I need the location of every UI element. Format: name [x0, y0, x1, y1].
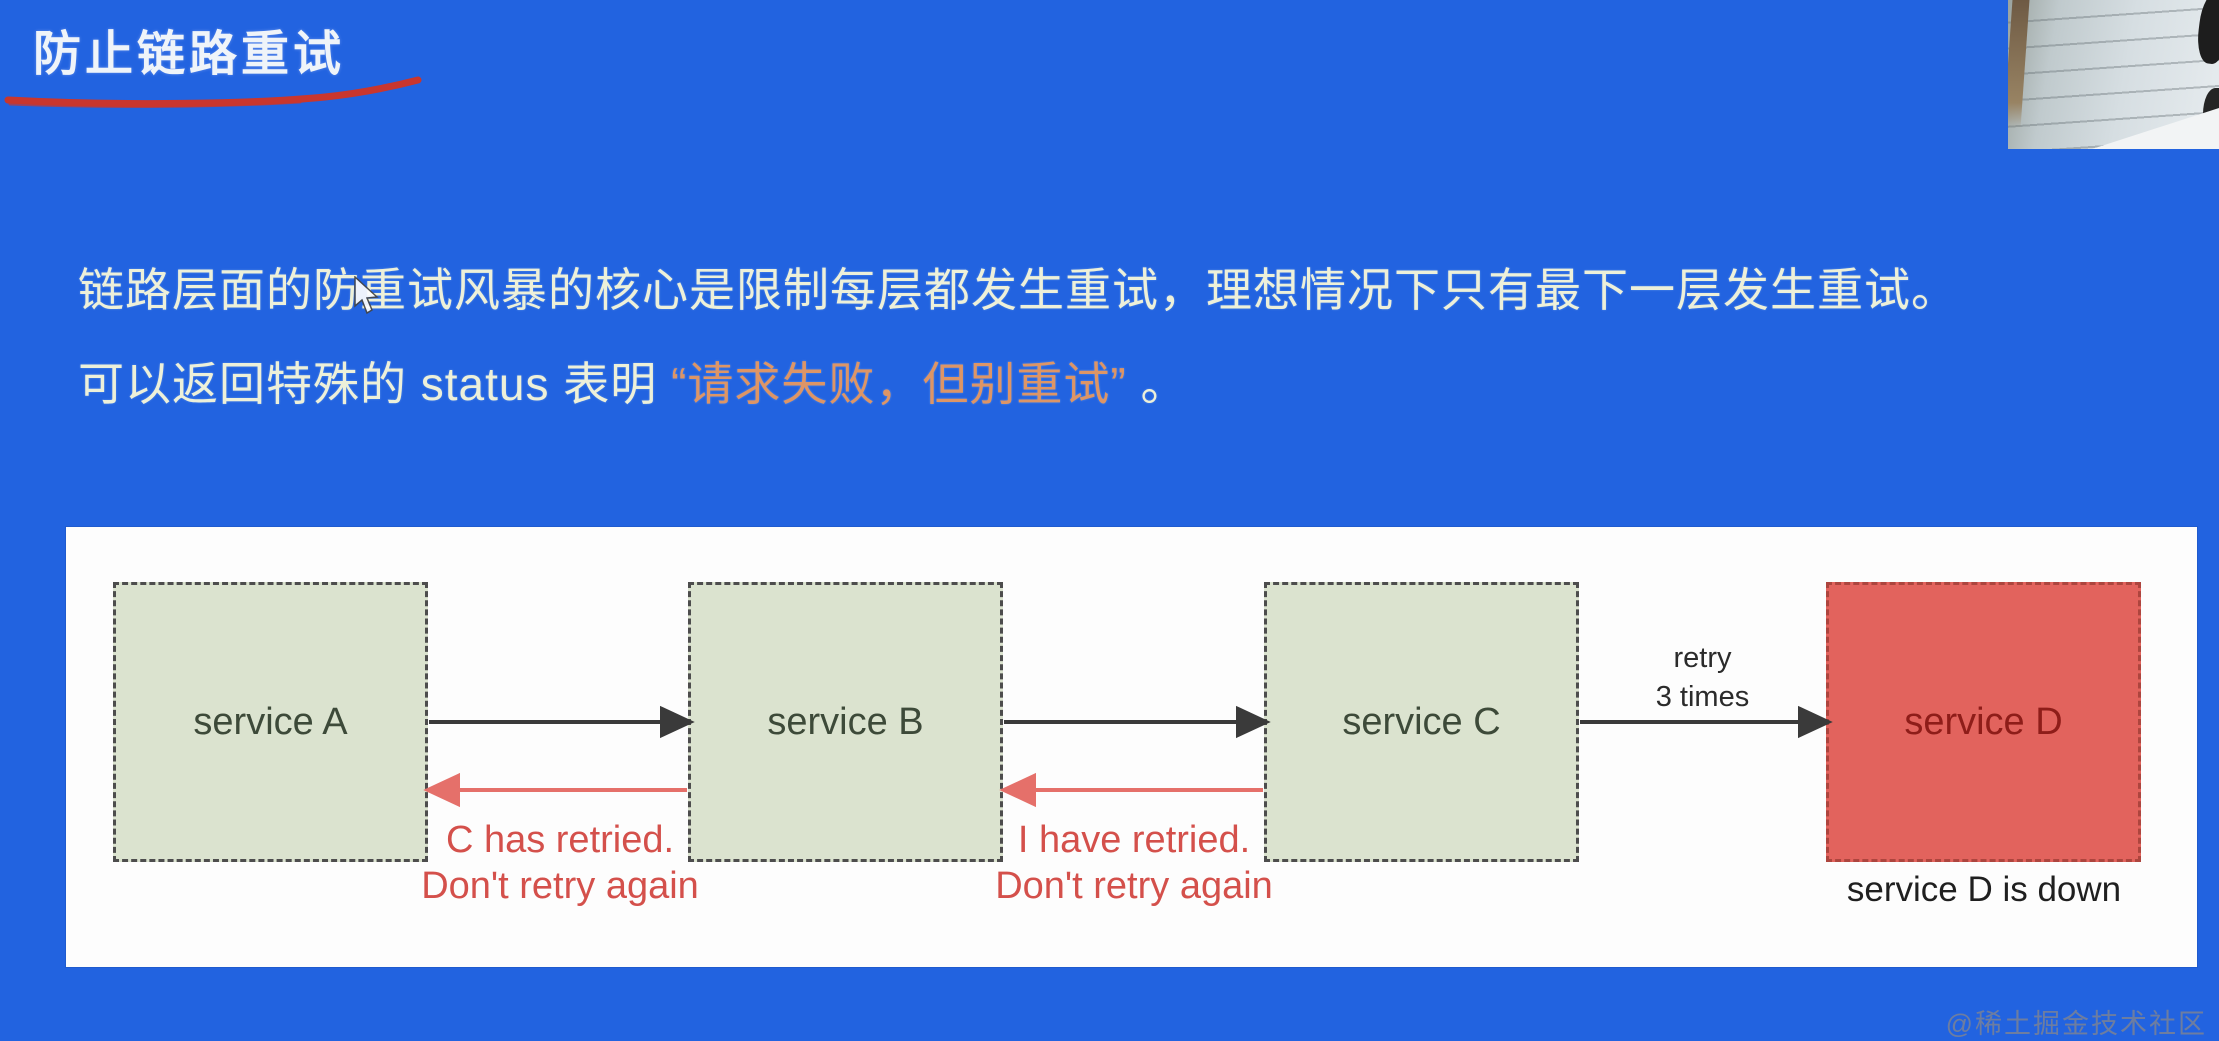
- retry-times-line-2: 3 times: [1655, 681, 1750, 713]
- intro-line-2-highlight: “请求失败，但别重试”: [671, 358, 1127, 410]
- retry-times-label: retry 3 times: [1579, 639, 1826, 717]
- intro-line-2-suffix: 。: [1126, 358, 1188, 410]
- service-a-box: service A: [113, 582, 428, 862]
- service-d-label: service D: [1904, 700, 2063, 743]
- annotation-c-to-b-line-2: Don't retry again: [995, 865, 1273, 907]
- service-a-label: service A: [193, 700, 348, 743]
- flow-arrows: [423, 705, 1833, 808]
- annotation-b-to-a-line-1: C has retried.: [445, 819, 675, 861]
- arrow-b-to-a-head: [423, 772, 460, 808]
- annotation-c-to-b-line-1: I have retried.: [1017, 819, 1251, 861]
- service-c-label: service C: [1342, 700, 1501, 743]
- page-title: 防止链路重试: [33, 28, 346, 81]
- service-b-box: service B: [688, 582, 1003, 862]
- service-b-label: service B: [767, 700, 924, 743]
- retry-times-line-1: retry: [1673, 642, 1732, 674]
- title-underline: [4, 76, 422, 108]
- diagram-panel: service A service B service C service D …: [66, 527, 2197, 967]
- intro-line-2: 可以返回特殊的 status 表明 “请求失败，但别重试” 。: [78, 348, 1188, 414]
- annotation-b-to-a-line-2: Don't retry again: [421, 865, 699, 907]
- webcam-thumbnail: [2008, 0, 2219, 149]
- service-d-box: service D: [1826, 582, 2141, 862]
- intro-line-1: 链路层面的防重试风暴的核心是限制每层都发生重试，理想情况下只有最下一层发生重试。: [78, 264, 1958, 316]
- watermark: @稀土掘金技术社区: [1945, 1009, 2207, 1039]
- service-d-caption: service D is down: [1846, 870, 2122, 909]
- annotation-c-to-b: I have retried. Don't retry again: [964, 817, 1304, 909]
- intro-line-2-prefix: 可以返回特殊的 status 表明: [78, 358, 672, 410]
- arrow-a-to-b-head: [660, 705, 695, 739]
- annotation-b-to-a: C has retried. Don't retry again: [390, 817, 730, 909]
- arrow-b-to-c-head: [1236, 705, 1271, 739]
- arrow-c-to-b-head: [999, 772, 1036, 808]
- mouse-cursor-icon: [354, 276, 379, 315]
- arrow-c-to-d-head: [1798, 705, 1833, 739]
